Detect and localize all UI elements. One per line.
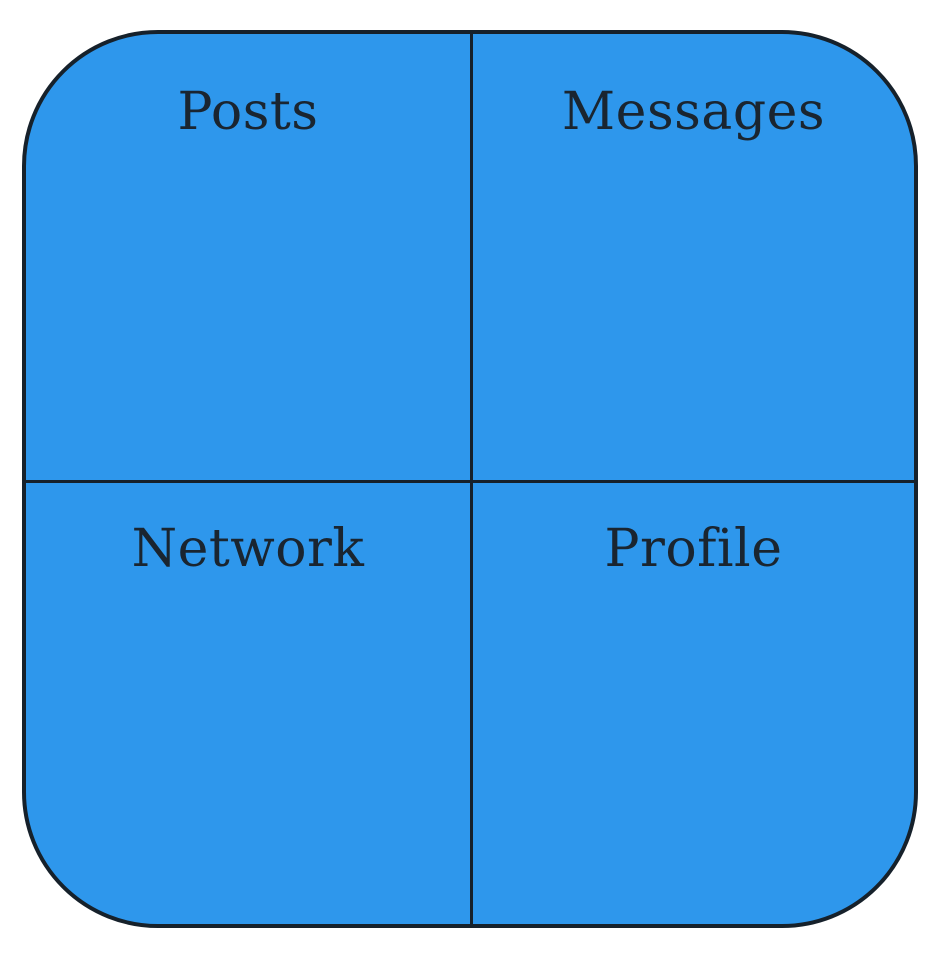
tile-profile[interactable]: Profile xyxy=(473,483,914,924)
quadrant-menu: Posts Messages Network Profile xyxy=(22,30,918,928)
tile-network[interactable]: Network xyxy=(26,483,473,924)
tile-posts[interactable]: Posts xyxy=(26,34,473,483)
tile-messages-label: Messages xyxy=(561,82,826,142)
tile-profile-label: Profile xyxy=(604,519,783,579)
tile-network-label: Network xyxy=(131,519,365,579)
tile-posts-label: Posts xyxy=(177,82,319,142)
tile-messages[interactable]: Messages xyxy=(473,34,914,483)
